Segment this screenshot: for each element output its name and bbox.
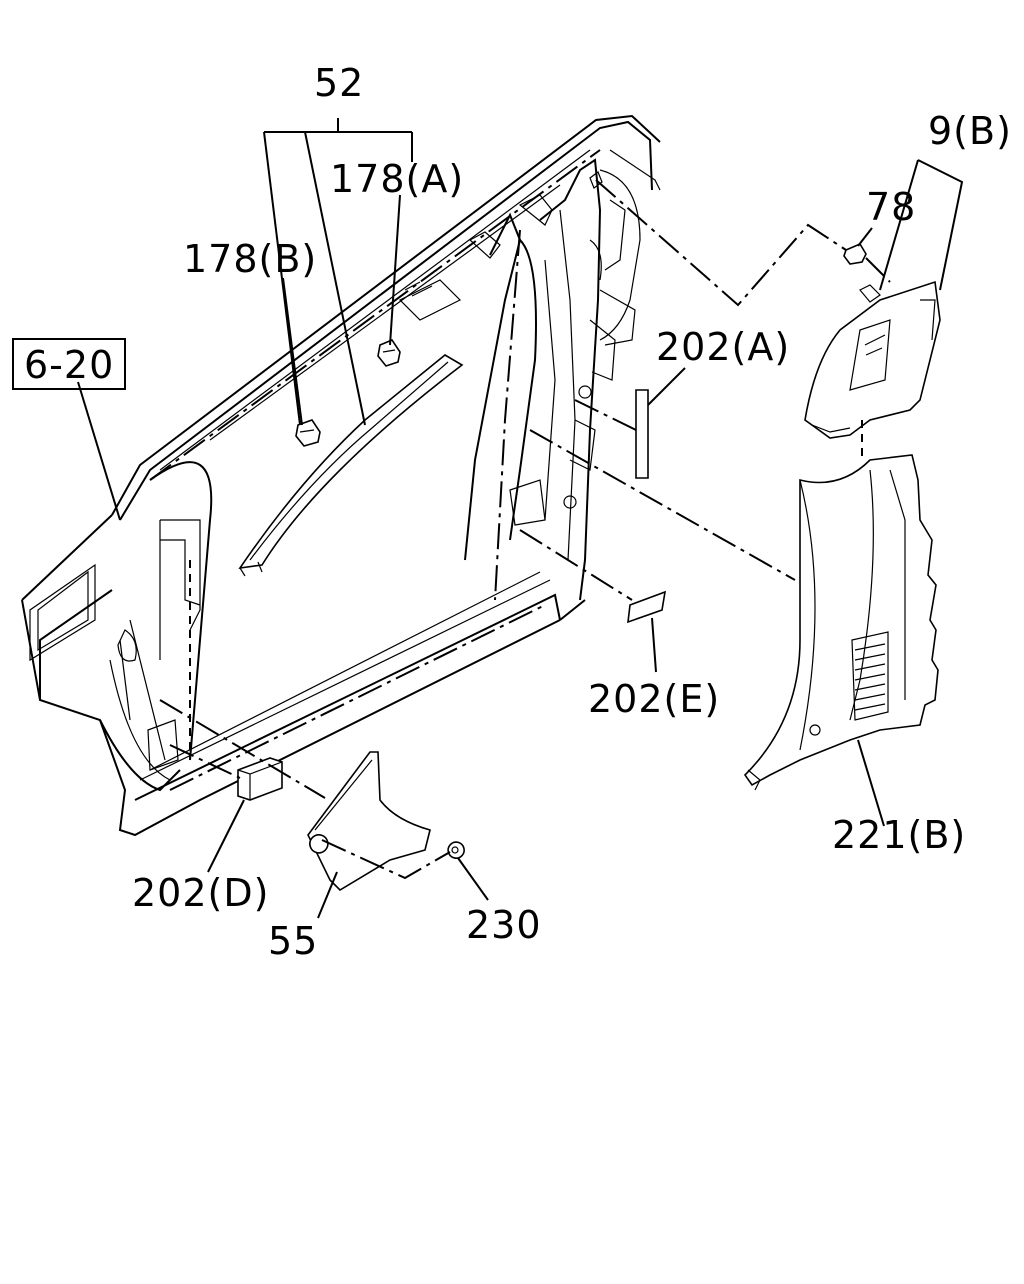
body-side-panel (21, 114, 661, 837)
screw-230 (447, 841, 465, 859)
callout-52: 52 (314, 61, 365, 105)
callout-9b: 9(B) (928, 109, 1012, 153)
callout-221b: 221(B) (832, 813, 967, 857)
part-221b-lower-trim (743, 454, 939, 791)
part-202a-strip (635, 389, 649, 479)
clip-178a (377, 339, 401, 367)
callout-78: 78 (866, 185, 917, 229)
callout-55: 55 (268, 919, 319, 963)
callout-178b: 178(B) (183, 237, 318, 281)
callout-178a: 178(A) (330, 157, 465, 201)
part-9b-upper-trim (804, 280, 941, 439)
part-202e-pad (627, 590, 667, 624)
callout-202a: 202(A) (656, 325, 791, 369)
clip-78 (843, 242, 867, 265)
clip-178b (295, 419, 321, 447)
callout-202e: 202(E) (588, 677, 721, 721)
part-52-garnish (238, 354, 464, 577)
callout-230: 230 (466, 903, 542, 947)
part-55-kick-panel (307, 751, 431, 892)
part-202d-block (237, 757, 283, 801)
leader-lines (77, 118, 964, 919)
reference-label-box: 6-20 (12, 338, 127, 390)
callout-202d: 202(D) (132, 871, 270, 915)
